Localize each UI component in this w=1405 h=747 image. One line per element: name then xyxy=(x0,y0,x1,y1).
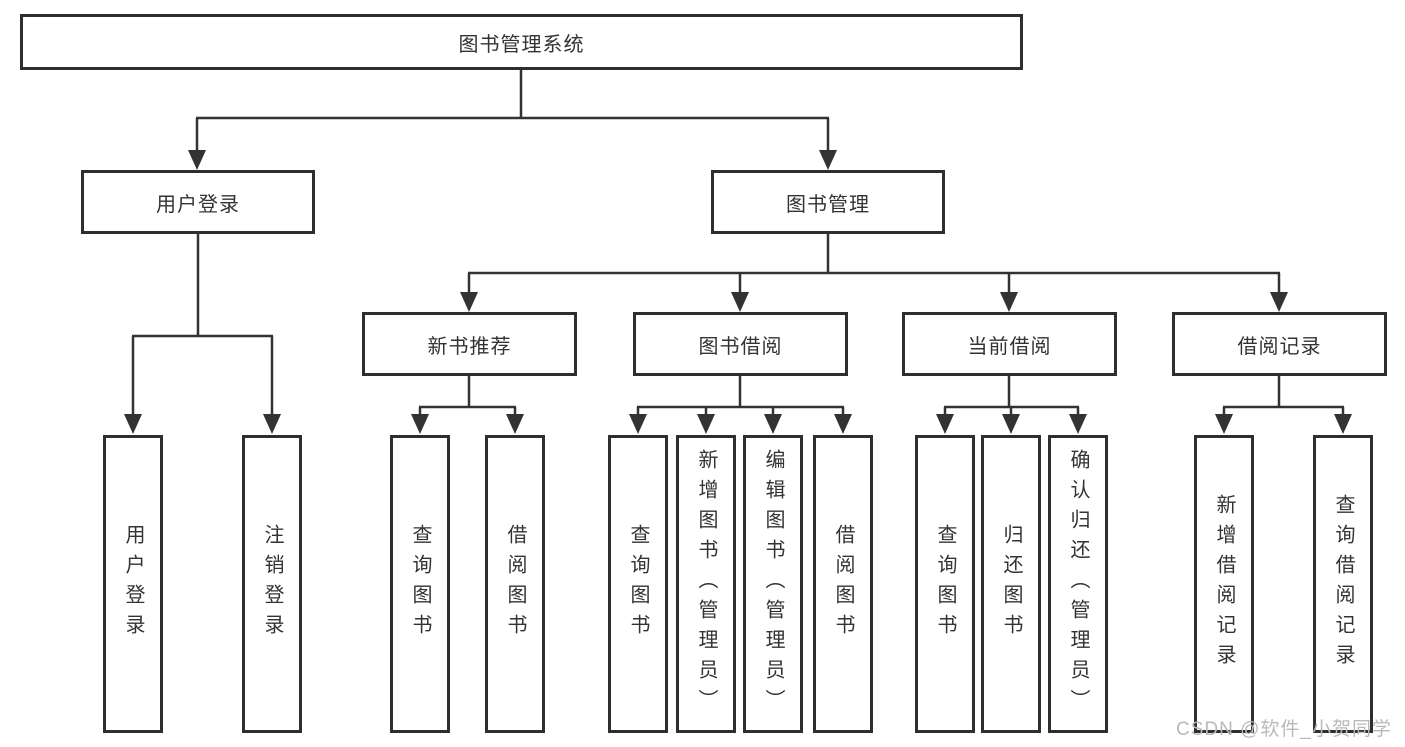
node-borrow-records: 借阅记录 xyxy=(1172,312,1387,376)
connector-book-borrow-children xyxy=(629,376,852,434)
leaf-label: 借阅图书 xyxy=(504,524,526,644)
leaf-label: 用户登录 xyxy=(122,524,144,644)
leaf-edit-book-admin: 编辑图书（管理员） xyxy=(743,435,803,733)
node-label: 用户登录 xyxy=(156,193,240,216)
node-library-management-system: 图书管理系统 xyxy=(20,14,1023,70)
leaf-add-borrow-record: 新增借阅记录 xyxy=(1194,435,1254,733)
leaf-user-login: 用户登录 xyxy=(103,435,163,733)
leaf-logout: 注销登录 xyxy=(242,435,302,733)
leaf-label: 注销登录 xyxy=(261,524,283,644)
node-label: 新书推荐 xyxy=(427,335,512,358)
leaf-label: 借阅图书 xyxy=(832,524,854,644)
leaf-label: 编辑图书（管理员） xyxy=(762,449,784,719)
node-label: 当前借阅 xyxy=(967,335,1052,358)
leaf-confirm-return-admin: 确认归还（管理员） xyxy=(1048,435,1108,733)
leaf-label: 新增借阅记录 xyxy=(1213,494,1235,674)
leaf-label: 查询图书 xyxy=(934,524,956,644)
leaf-query-books-recommend: 查询图书 xyxy=(390,435,450,733)
node-book-management: 图书管理 xyxy=(711,170,945,234)
leaf-label: 查询借阅记录 xyxy=(1332,494,1354,674)
leaf-query-borrow-record: 查询借阅记录 xyxy=(1313,435,1373,733)
node-label: 图书管理系统 xyxy=(458,33,585,56)
leaf-return-book: 归还图书 xyxy=(981,435,1041,733)
node-new-book-recommend: 新书推荐 xyxy=(362,312,577,376)
leaf-label: 查询图书 xyxy=(627,524,649,644)
node-label: 图书借阅 xyxy=(698,335,783,358)
connector-root-to-level2 xyxy=(188,70,837,170)
leaf-label: 归还图书 xyxy=(1000,524,1022,644)
leaf-label: 确认归还（管理员） xyxy=(1067,449,1089,719)
connector-new-book-recommend-children xyxy=(411,376,524,434)
connector-book-management-children xyxy=(460,234,1288,312)
leaf-borrow-books-recommend: 借阅图书 xyxy=(485,435,545,733)
leaf-label: 查询图书 xyxy=(409,524,431,644)
connector-current-borrow-children xyxy=(936,376,1087,434)
node-book-borrow: 图书借阅 xyxy=(633,312,848,376)
leaf-borrow-books: 借阅图书 xyxy=(813,435,873,733)
leaf-label: 新增图书（管理员） xyxy=(695,449,717,719)
leaf-add-book-admin: 新增图书（管理员） xyxy=(676,435,736,733)
leaf-query-books-borrow: 查询图书 xyxy=(608,435,668,733)
leaf-query-books-current: 查询图书 xyxy=(915,435,975,733)
node-current-borrow: 当前借阅 xyxy=(902,312,1117,376)
watermark: CSDN @软件_小贺同学 xyxy=(1176,719,1392,740)
connector-borrow-records-children xyxy=(1215,376,1352,434)
node-label: 图书管理 xyxy=(786,193,870,216)
connector-user-login-children xyxy=(124,234,281,434)
node-user-login: 用户登录 xyxy=(81,170,315,234)
node-label: 借阅记录 xyxy=(1237,335,1322,358)
